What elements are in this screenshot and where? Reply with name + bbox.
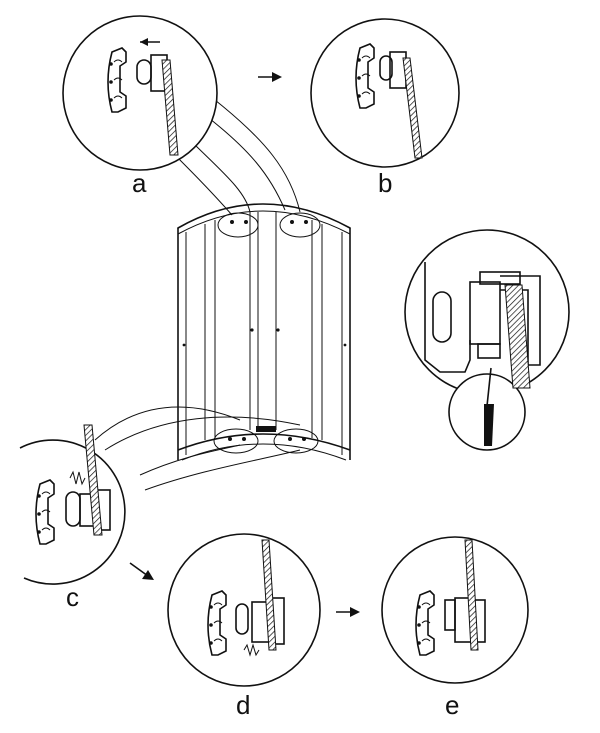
label-d: d bbox=[236, 690, 250, 720]
arrow-a-to-b bbox=[258, 72, 282, 82]
label-b: b bbox=[378, 168, 392, 198]
detail-circle-d bbox=[167, 533, 321, 687]
detail-circle-e bbox=[381, 536, 529, 684]
connector-lines bbox=[94, 99, 471, 491]
detail-circle-a bbox=[62, 15, 218, 171]
detail-circle-b bbox=[310, 18, 460, 168]
label-c: c bbox=[66, 582, 79, 612]
label-a: a bbox=[132, 168, 147, 198]
detail-circle-c bbox=[19, 424, 126, 585]
label-e: e bbox=[445, 690, 459, 720]
shower-enclosure bbox=[177, 203, 351, 461]
arrow-d-to-e bbox=[336, 607, 360, 617]
arrow-c-to-d bbox=[129, 562, 154, 580]
screwdriver-detail bbox=[404, 229, 570, 451]
